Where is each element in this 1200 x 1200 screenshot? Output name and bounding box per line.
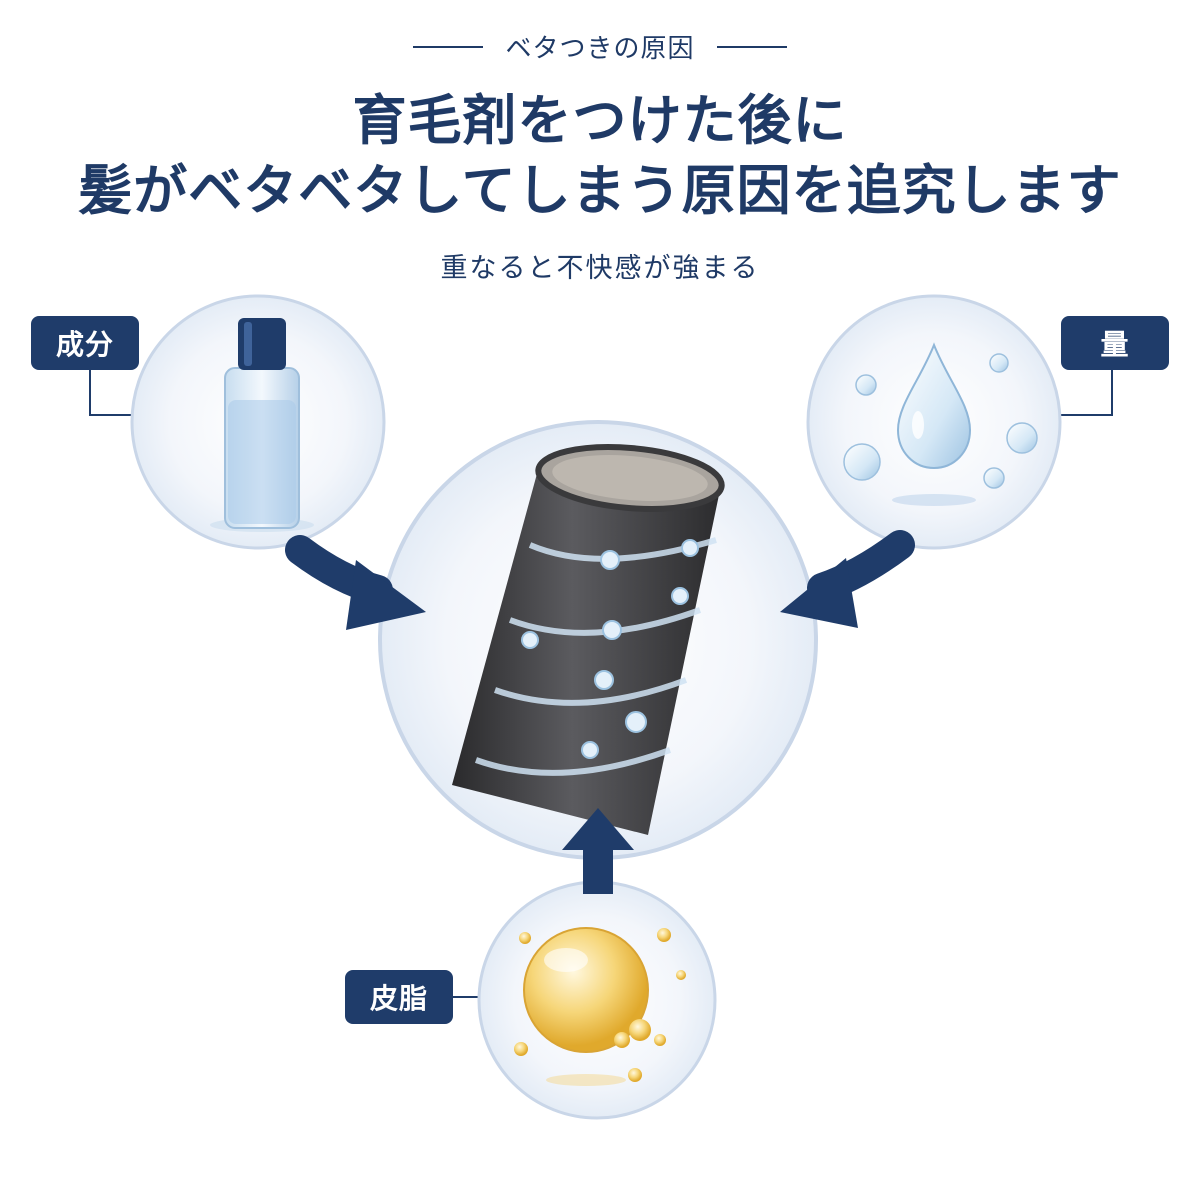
eyebrow-left-rule	[413, 45, 484, 48]
arrow-amount-to-center	[780, 530, 915, 628]
component-label-tag: 成分	[31, 316, 139, 370]
amount-connector	[1046, 370, 1113, 416]
title-line-1: 育毛剤をつけた後に	[352, 89, 848, 152]
oil-drop-icon	[514, 927, 686, 1086]
center-circle	[378, 420, 818, 860]
arrow-component-to-center	[285, 535, 426, 630]
sticky-hair-strand-icon	[452, 444, 725, 835]
amount-circle	[806, 294, 1062, 550]
sebum-circle	[477, 880, 717, 1120]
eyebrow-right-rule	[716, 45, 787, 48]
water-drop-icon	[843, 342, 1038, 506]
amount-label-tag: 量	[1061, 316, 1169, 370]
eyebrow-heading: ベタつきの原因	[0, 28, 1200, 65]
arrow-sebum-to-center	[562, 808, 634, 894]
page-subtitle: 重なると不快感が強まる	[440, 253, 760, 284]
sebum-label-tag: 皮脂	[345, 970, 453, 1024]
title-line-2: 髪がベタベタしてしまう原因を追究します	[78, 159, 1122, 222]
bottle-icon	[210, 318, 314, 532]
eyebrow-text: ベタつきの原因	[505, 34, 695, 64]
component-circle	[130, 294, 386, 550]
page-title: 育毛剤をつけた後に 髪がベタベタしてしまう原因を追究します	[0, 86, 1200, 226]
